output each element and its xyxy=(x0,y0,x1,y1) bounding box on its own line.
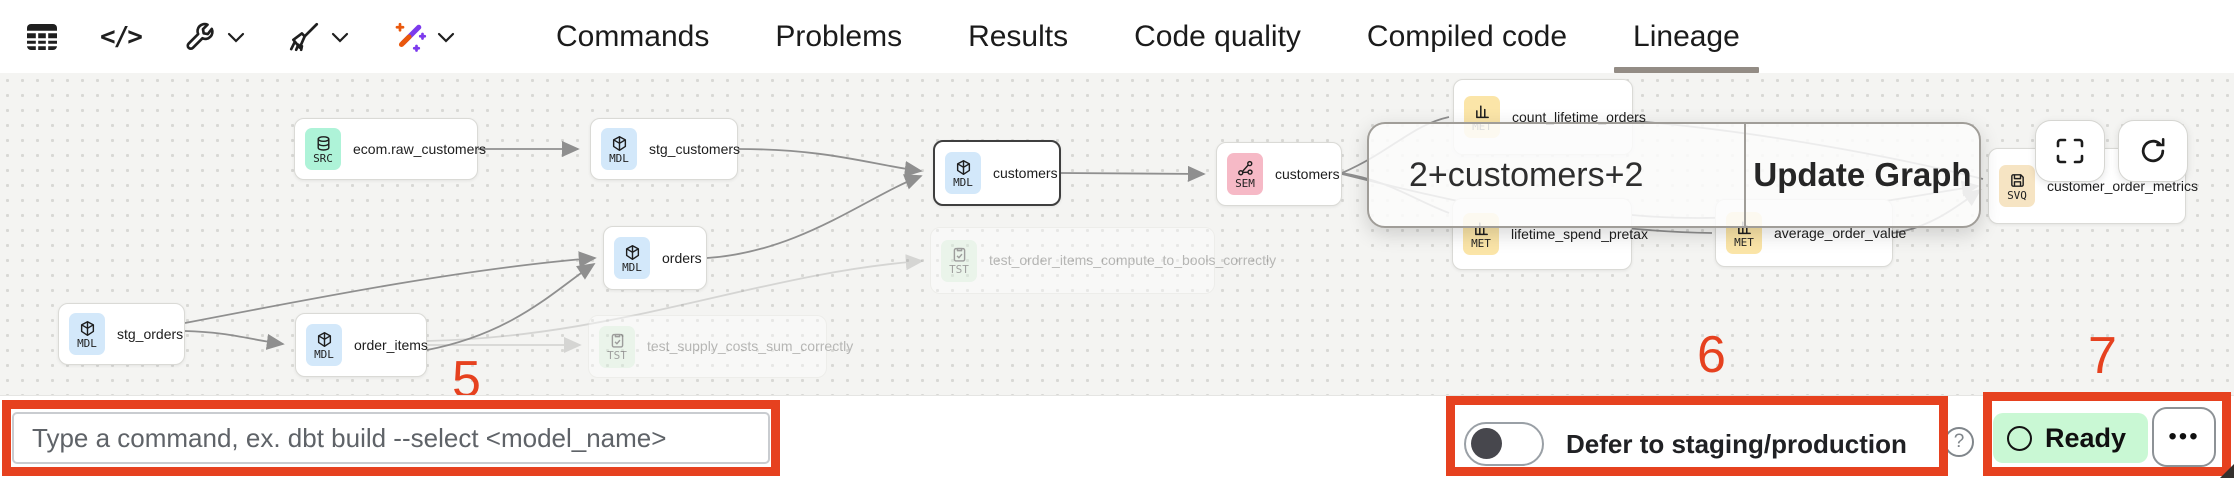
node-label: test_supply_costs_sum_correctly xyxy=(647,338,854,355)
saved-query-icon: SVQ xyxy=(1999,165,2035,207)
node-ecom-raw-customers[interactable]: SRC ecom.raw_customers xyxy=(294,118,486,180)
annotation-number-7: 7 xyxy=(2088,327,2117,385)
corner-artifact xyxy=(2220,464,2234,478)
node-label: customers xyxy=(1275,165,1340,182)
broom-icon[interactable] xyxy=(283,16,353,58)
command-input[interactable] xyxy=(12,412,770,464)
code-icon[interactable]: </> xyxy=(96,18,145,56)
model-cube-icon: MDL xyxy=(614,237,650,279)
defer-toggle[interactable] xyxy=(1464,422,1544,466)
more-options-button[interactable]: ••• xyxy=(2152,407,2216,467)
node-label: orders xyxy=(662,249,702,266)
model-cube-icon: MDL xyxy=(69,313,105,355)
tab-compiled-code[interactable]: Compiled code xyxy=(1334,0,1600,73)
test-clipboard-icon: TST xyxy=(599,325,635,368)
magic-wand-icon[interactable] xyxy=(387,15,459,59)
node-customers-model[interactable]: MDL customers xyxy=(933,140,1061,206)
node-label: average_order_value xyxy=(1774,224,1907,241)
semantic-graph-icon: SEM xyxy=(1227,153,1263,195)
table-icon[interactable] xyxy=(22,19,62,55)
node-label: stg_customers xyxy=(649,140,741,157)
node-order-items[interactable]: MDL order_items xyxy=(295,313,428,377)
tab-lineage[interactable]: Lineage xyxy=(1600,0,1773,73)
model-cube-icon: MDL xyxy=(306,324,342,366)
tab-problems[interactable]: Problems xyxy=(742,0,935,73)
database-icon: SRC xyxy=(305,128,341,170)
wrench-icon[interactable] xyxy=(179,16,249,58)
chevron-down-icon xyxy=(227,32,245,43)
node-label: ecom.raw_customers xyxy=(353,140,487,157)
status-ready-button[interactable]: Ready xyxy=(1993,413,2149,463)
fullscreen-icon xyxy=(2056,138,2084,164)
node-label: stg_orders xyxy=(117,325,184,342)
node-label: lifetime_spend_pretax xyxy=(1511,225,1648,242)
help-icon[interactable]: ? xyxy=(1944,427,1974,457)
node-customers-semantic[interactable]: SEM customers xyxy=(1216,142,1342,206)
selector-overlay: 2+customers+2 Update Graph xyxy=(1367,122,1981,228)
overlay-divider xyxy=(1744,124,1746,226)
status-label: Ready xyxy=(2045,422,2127,453)
command-bar: Defer to staging/production ? Ready ••• xyxy=(0,395,2234,479)
node-label: order_items xyxy=(354,336,428,353)
node-label: count_lifetime_orders xyxy=(1512,108,1646,125)
node-stg-customers[interactable]: MDL stg_customers xyxy=(590,118,741,180)
node-label: customers xyxy=(993,164,1058,181)
chevron-down-icon xyxy=(331,32,349,43)
refresh-button[interactable] xyxy=(2118,120,2188,182)
model-cube-icon: MDL xyxy=(601,128,637,170)
test-clipboard-icon: TST xyxy=(941,239,977,282)
refresh-icon xyxy=(2141,137,2165,163)
toggle-knob xyxy=(1471,428,1502,459)
tab-results[interactable]: Results xyxy=(935,0,1101,73)
node-orders[interactable]: MDL orders xyxy=(603,226,707,290)
tab-commands[interactable]: Commands xyxy=(523,0,742,73)
node-test-supply-costs[interactable]: TST test_supply_costs_sum_correctly xyxy=(588,315,853,378)
selector-input[interactable]: 2+customers+2 xyxy=(1409,155,1644,194)
node-test-order-items[interactable]: TST test_order_items_compute_to_bools_cor… xyxy=(930,227,1276,294)
model-cube-icon: MDL xyxy=(945,152,981,194)
node-stg-orders[interactable]: MDL stg_orders xyxy=(58,303,185,365)
tab-code-quality[interactable]: Code quality xyxy=(1101,0,1334,73)
node-label: test_order_items_compute_to_bools_correc… xyxy=(989,252,1277,269)
status-circle-icon xyxy=(2007,425,2032,451)
fullscreen-button[interactable] xyxy=(2035,120,2105,182)
annotation-number-5: 5 xyxy=(452,351,481,395)
annotation-number-6: 6 xyxy=(1697,326,1726,384)
toolbar-icon-group: </> xyxy=(0,15,459,59)
defer-label: Defer to staging/production xyxy=(1566,428,1907,459)
update-graph-button[interactable]: Update Graph xyxy=(1746,124,1979,226)
chevron-down-icon xyxy=(437,32,455,43)
